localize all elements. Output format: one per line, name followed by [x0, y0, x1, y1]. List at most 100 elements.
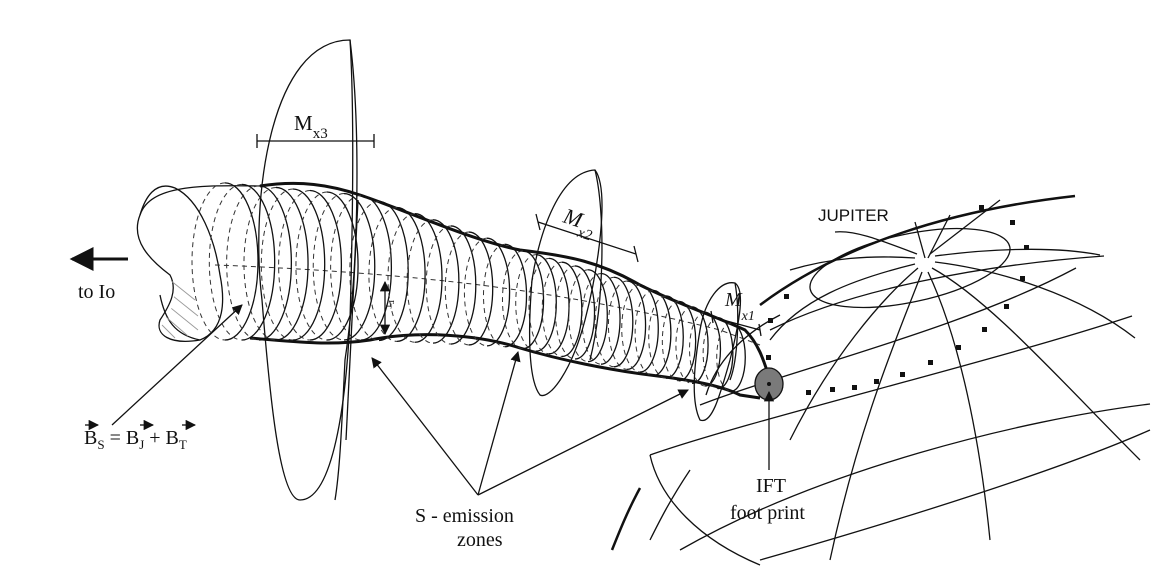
- tube-ring-back: [226, 185, 260, 341]
- eq-equals: =: [105, 427, 126, 449]
- mx2-scale-bar: [535, 213, 639, 263]
- eq-b-t: B: [166, 427, 179, 449]
- auroral-oval: [809, 227, 1011, 309]
- rt-sub: T: [384, 304, 393, 309]
- tube-ring-front: [432, 219, 460, 344]
- tube-ring-back: [278, 190, 311, 341]
- mx1-sub: x1: [741, 309, 755, 324]
- jupiter-label: JUPITER: [818, 206, 889, 225]
- emission-cone-mx3: [258, 39, 359, 501]
- footprint-track-dots: [766, 205, 1029, 395]
- tube-ring-back: [483, 243, 506, 348]
- mx2-label: Mx2: [557, 203, 600, 245]
- mx1-main: M: [724, 289, 743, 311]
- tube-ring-back: [515, 254, 537, 352]
- eq-b-j-sub: J: [139, 437, 144, 452]
- tube-ring-back: [702, 317, 719, 390]
- field-pointer-arrow: [111, 304, 243, 426]
- tube-ring-back: [191, 182, 226, 341]
- io-end-cross-section: [136, 185, 224, 342]
- tube-ring-back: [581, 272, 602, 365]
- field-equation: BS = BJ + BT: [84, 419, 197, 452]
- tube-ring-front: [717, 317, 734, 390]
- eq-b-s-sub: S: [97, 437, 104, 452]
- tube-ring-front: [613, 276, 634, 368]
- tube-ring-back: [330, 194, 362, 341]
- tube-ring-back: [528, 257, 550, 355]
- meridian-lines: [769, 199, 1141, 561]
- mx3-scale-bar: [256, 134, 375, 148]
- tube-ring-back: [406, 219, 434, 344]
- tube-ring-back: [541, 261, 563, 357]
- ift-label-line1: IFT: [756, 475, 786, 497]
- tube-ring-front: [691, 306, 709, 385]
- tube-axis: [214, 264, 761, 346]
- emission-cone-mx2: [528, 169, 603, 397]
- tube-ring-front: [450, 225, 477, 345]
- tube-ring-front: [258, 185, 293, 341]
- tube-ring-back: [554, 265, 576, 360]
- tube-ring-front: [665, 295, 684, 379]
- jupiter-limb: [759, 194, 1076, 307]
- mx1-scale-bar: [710, 310, 762, 337]
- tube-ring-back: [648, 295, 667, 379]
- tube-ring-front: [309, 189, 343, 341]
- eq-b-j: B: [126, 427, 139, 449]
- tube-ring-back: [208, 183, 243, 341]
- tube-ring-front: [600, 272, 621, 365]
- jupiter-limb-lower: [610, 487, 642, 551]
- tube-ring-back: [295, 191, 328, 341]
- tube-ring-front: [652, 289, 672, 377]
- tube-ring-back: [607, 280, 628, 370]
- tube-ring-back: [444, 231, 470, 346]
- tube-ring-back: [312, 193, 345, 341]
- tube-ring-front: [678, 300, 697, 382]
- tube-ring-front: [360, 194, 392, 341]
- tube-ring-front: [241, 183, 276, 341]
- to-io-label: to Io: [78, 281, 115, 303]
- eq-b-s: B: [84, 427, 97, 449]
- tube-ring-back: [661, 300, 680, 382]
- tube-ring-front: [626, 280, 647, 371]
- tube-ring-front: [326, 191, 359, 341]
- mx3-label: Mx3: [294, 111, 328, 142]
- tube-ring-front: [378, 200, 409, 342]
- tube-cross-sections: [191, 182, 746, 392]
- tube-ring-front: [468, 231, 494, 346]
- tube-ring-back: [568, 269, 589, 363]
- tube-ring-back: [387, 213, 416, 343]
- eq-b-t-sub: T: [179, 437, 187, 452]
- tube-ring-front: [486, 237, 511, 347]
- mx3-sub: x3: [313, 126, 328, 142]
- rt-label: rT: [384, 300, 398, 309]
- tube-ring-back: [716, 322, 732, 392]
- tube-ring-back: [425, 225, 452, 345]
- mx3-main: M: [294, 111, 313, 135]
- tube-ring-back: [349, 200, 380, 341]
- tube-ring-back: [621, 284, 641, 373]
- tube-ring-back: [463, 237, 488, 347]
- emission-zones-label-line1: S - emission: [415, 505, 514, 527]
- svg-text:BS = BJ + BT: BS = BJ + BT: [84, 427, 187, 452]
- tube-ring-front: [292, 188, 326, 341]
- tube-ring-front: [704, 311, 722, 387]
- ift-label-line2: foot print: [730, 502, 805, 524]
- mx1-label: Mx1: [724, 289, 755, 324]
- jupiter-sphere: [610, 194, 1151, 566]
- tube-ring-back: [502, 250, 524, 350]
- tube-ring-front: [587, 269, 608, 363]
- footprint-center-dot: [767, 382, 771, 386]
- emission-zone-arrows: [371, 350, 689, 496]
- tube-ring-back: [634, 289, 654, 377]
- tube-ring-front: [275, 186, 309, 341]
- tube-ring-front: [639, 284, 659, 373]
- tube-ring-back: [594, 276, 615, 368]
- tube-ring-front: [504, 243, 528, 348]
- tube-ring-back: [368, 207, 398, 342]
- tube-ring-front: [414, 213, 443, 343]
- emission-zones-label-line2: zones: [457, 529, 503, 551]
- mx2-sub: x2: [574, 225, 594, 245]
- tube-ring-front: [224, 182, 259, 341]
- flux-tube: [136, 181, 772, 400]
